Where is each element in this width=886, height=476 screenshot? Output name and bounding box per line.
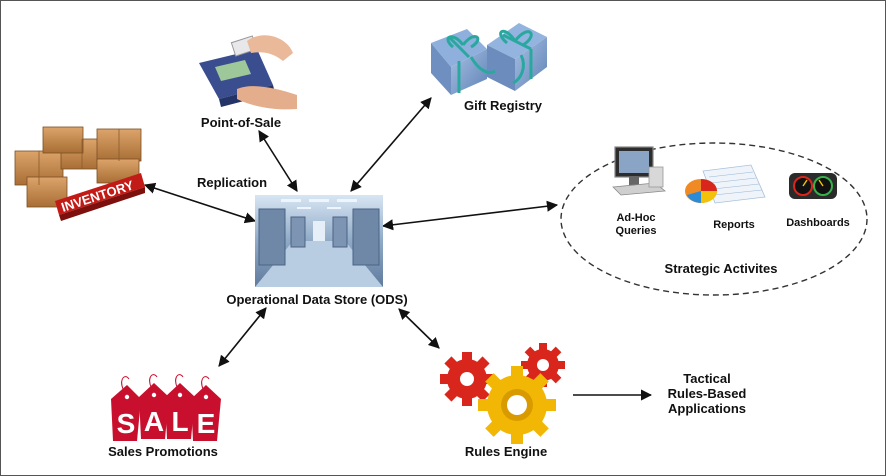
rules-engine-label: Rules Engine [464,444,548,459]
adhoc-label-line2: Queries [615,225,657,237]
dashboards-label: Dashboards [786,217,850,229]
sale-letter-s: S [117,408,136,439]
arrow-ods-rules [398,308,440,349]
arrow-ods-strategic [381,200,559,231]
tactical-line3: Applications [667,401,746,416]
gift-boxes-image [431,23,547,95]
inventory-boxes-image: INVENTORY [14,126,145,221]
red-gear-left [440,352,494,406]
sale-letter-a: A [144,406,164,437]
arrow-ods-pos [258,130,298,192]
strategic-title: Strategic Activites [664,261,778,276]
arrow-ods-inventory [143,182,257,224]
connector-arrows [143,97,653,401]
adhoc-label-line1: Ad-Hoc [616,212,656,224]
pos-label: Point-of-Sale [200,115,282,130]
gears-image [440,343,565,444]
sale-letter-e: E [197,408,216,439]
yellow-gear [478,366,556,444]
tactical-label: Tactical Rules-Based Applications [668,371,747,416]
sales-promotions-label: Sales Promotions [108,444,218,459]
reports-image [685,164,766,204]
ods-datacenter-image [255,195,383,287]
computer-image [612,146,667,196]
dashboards-image [789,173,837,199]
arrow-ods-gift [350,97,432,192]
ods-label: Operational Data Store (ODS) [226,292,408,307]
gift-registry-label: Gift Registry [463,98,543,113]
replication-label: Replication [197,175,268,190]
strategic-activities-region [560,142,868,296]
arrow-ods-sales [218,307,267,367]
sale-tags-image: S A L E [111,374,221,441]
adhoc-label: Ad-Hoc Queries [616,212,657,238]
sale-letter-l: L [171,406,188,437]
pos-terminal-image [199,35,297,110]
tactical-line1: Tactical [683,371,731,386]
reports-label: Reports [713,219,755,231]
tactical-line2: Rules-Based [667,386,747,401]
